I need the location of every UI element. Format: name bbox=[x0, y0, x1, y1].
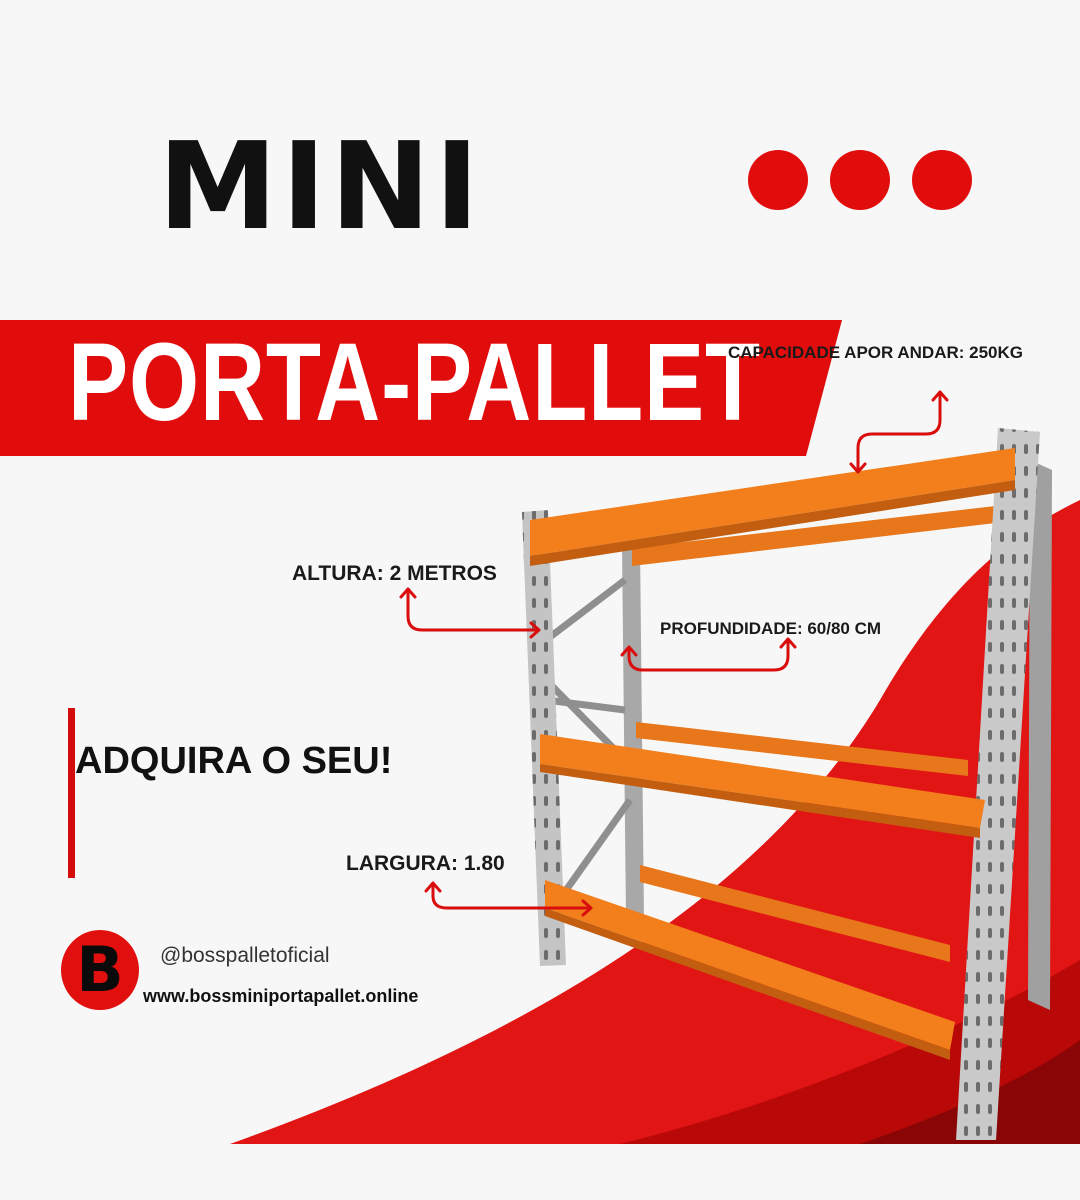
depth-label: PROFUNDIDADE: 60/80 CM bbox=[660, 619, 882, 638]
height-label: ALTURA: 2 METROS bbox=[292, 562, 497, 585]
arrow-icon bbox=[431, 882, 592, 910]
red-swoosh bbox=[230, 500, 1080, 1144]
brand-logo: B bbox=[61, 930, 139, 1010]
arrow-icon bbox=[627, 638, 790, 672]
social-handle[interactable]: @bosspalletoficial bbox=[160, 944, 330, 967]
darker-red-swoosh bbox=[860, 1040, 1080, 1144]
dot-icon bbox=[830, 150, 890, 210]
arrow-icon bbox=[406, 588, 540, 632]
cta-accent-bar bbox=[68, 708, 75, 878]
dot-icon bbox=[912, 150, 972, 210]
dot-icon bbox=[748, 150, 808, 210]
arrow-icon bbox=[856, 391, 942, 472]
width-label: LARGURA: 1.80 bbox=[346, 852, 505, 875]
website-link[interactable]: www.bossminiportapallet.online bbox=[143, 986, 419, 1006]
logo-letter: B bbox=[76, 933, 124, 1006]
title-mini: MINI bbox=[158, 118, 484, 257]
decorative-dots bbox=[748, 150, 974, 212]
banner-title: PORTA-PALLET bbox=[68, 321, 761, 444]
cta-text: ADQUIRA O SEU! bbox=[75, 740, 393, 782]
capacity-label: CAPACIDADE APOR ANDAR: 250KG bbox=[728, 343, 1024, 362]
banner-background bbox=[0, 320, 842, 456]
